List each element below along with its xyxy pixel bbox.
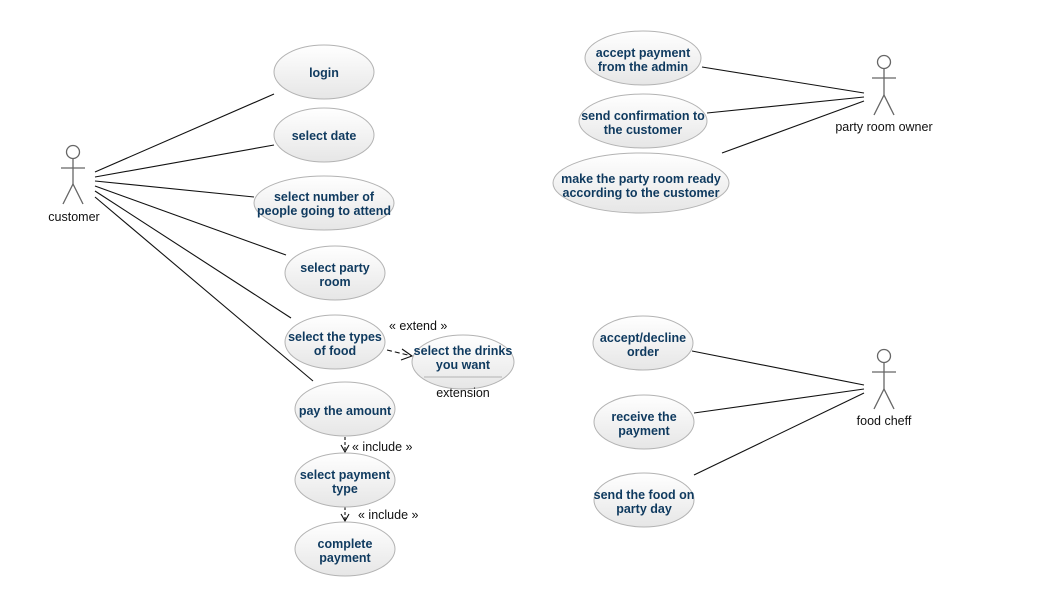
assoc-customer-select-number bbox=[94, 180, 255, 198]
extend-arrowhead bbox=[400, 348, 414, 361]
usecase-send-food-label-2: party day bbox=[616, 502, 672, 516]
usecase-send-food[interactable]: send the food on party day bbox=[593, 472, 695, 528]
usecase-complete-payment[interactable]: complete payment bbox=[294, 521, 396, 577]
assoc-customer-select-room bbox=[94, 185, 287, 256]
usecase-send-food-shape bbox=[593, 472, 695, 528]
usecase-complete-payment-label-2: payment bbox=[319, 551, 371, 565]
actor-party-room-owner[interactable]: party room owner bbox=[835, 54, 933, 135]
usecase-send-confirmation[interactable]: send confirmation to the customer bbox=[578, 93, 708, 149]
actor-food-cheff-figure-icon bbox=[872, 348, 896, 410]
usecase-make-room-ready[interactable]: make the party room ready according to t… bbox=[552, 152, 730, 214]
actor-customer-figure-icon bbox=[61, 144, 85, 205]
usecase-select-food-label-2: of food bbox=[314, 344, 356, 358]
usecase-send-confirmation-label-1: send confirmation to bbox=[581, 109, 705, 123]
include-arrowhead-2 bbox=[340, 513, 350, 523]
extend-relation: « extend » bbox=[386, 319, 447, 361]
include-label-1: « include » bbox=[352, 440, 413, 454]
assoc-customer-select-date bbox=[94, 144, 275, 178]
actor-customer-label: customer bbox=[48, 210, 99, 224]
usecase-complete-payment-label-1: complete bbox=[318, 537, 373, 551]
usecase-select-number-shape bbox=[253, 175, 395, 231]
usecase-select-room-shape bbox=[284, 245, 386, 301]
actor-food-cheff-label: food cheff bbox=[857, 414, 912, 428]
usecase-select-drinks[interactable]: select the drinks you want extension bbox=[411, 334, 515, 400]
usecase-make-room-ready-label-1: make the party room ready bbox=[561, 172, 721, 186]
usecase-select-food-shape bbox=[284, 314, 386, 370]
usecase-select-payment-type[interactable]: select payment type bbox=[294, 452, 396, 508]
owner-associations bbox=[701, 66, 865, 154]
assoc-chef-send-food bbox=[693, 392, 865, 476]
actor-party-room-owner-label: party room owner bbox=[835, 120, 932, 134]
use-cases: login select date select number of peopl… bbox=[253, 30, 730, 577]
usecase-accept-decline-order-label-2: order bbox=[627, 345, 659, 359]
usecase-accept-decline-order-label-1: accept/decline bbox=[600, 331, 686, 345]
assoc-chef-accept-decline bbox=[691, 350, 865, 386]
usecase-select-payment-type-label-1: select payment bbox=[300, 468, 391, 482]
extend-label: « extend » bbox=[389, 319, 447, 333]
usecase-complete-payment-shape bbox=[294, 521, 396, 577]
usecase-accept-payment-label-2: from the admin bbox=[598, 60, 688, 74]
usecase-select-room-label-1: select party bbox=[300, 261, 370, 275]
usecase-select-drinks-shape bbox=[411, 334, 515, 390]
usecase-select-number-label-2: people going to attend bbox=[257, 204, 391, 218]
assoc-customer-pay-amount bbox=[94, 196, 314, 382]
assoc-owner-make-ready bbox=[721, 100, 865, 154]
usecase-pay-amount-label: pay the amount bbox=[299, 404, 392, 418]
actor-food-cheff[interactable]: food cheff bbox=[857, 348, 912, 429]
usecase-send-food-label-1: send the food on bbox=[594, 488, 695, 502]
usecase-accept-payment-shape bbox=[584, 30, 702, 86]
usecase-send-confirmation-label-2: the customer bbox=[604, 123, 683, 137]
usecase-accept-payment-label-1: accept payment bbox=[596, 46, 691, 60]
usecase-make-room-ready-label-2: according to the customer bbox=[563, 186, 720, 200]
usecase-select-date-shape bbox=[273, 107, 375, 163]
assoc-owner-accept-payment bbox=[701, 66, 865, 94]
customer-associations bbox=[94, 93, 314, 382]
usecase-select-payment-type-label-2: type bbox=[332, 482, 358, 496]
usecase-pay-amount-shape bbox=[294, 381, 396, 437]
assoc-customer-select-food bbox=[94, 190, 292, 319]
usecase-select-room-label-2: room bbox=[319, 275, 350, 289]
actor-party-room-owner-figure-icon bbox=[872, 54, 896, 116]
actor-customer[interactable]: customer bbox=[48, 144, 100, 225]
usecase-receive-payment-label-1: receive the bbox=[611, 410, 676, 424]
extend-line bbox=[386, 349, 413, 357]
usecase-select-drinks-label-2: you want bbox=[436, 358, 491, 372]
usecase-select-number-label-1: select number of bbox=[274, 190, 375, 204]
assoc-chef-receive-payment bbox=[693, 388, 865, 414]
include-arrowhead-1 bbox=[340, 444, 350, 454]
usecase-select-number[interactable]: select number of people going to attend bbox=[253, 175, 395, 231]
chef-associations bbox=[691, 350, 865, 476]
usecase-select-date-label: select date bbox=[292, 129, 357, 143]
include-label-2: « include » bbox=[358, 508, 419, 522]
usecase-accept-decline-order-shape bbox=[592, 315, 694, 371]
usecase-select-room[interactable]: select party room bbox=[284, 245, 386, 301]
usecase-select-drinks-label-1: select the drinks bbox=[414, 344, 513, 358]
usecase-receive-payment[interactable]: receive the payment bbox=[593, 394, 695, 450]
usecase-login[interactable]: login bbox=[273, 44, 375, 100]
include-relation-2: « include » bbox=[340, 507, 419, 523]
usecase-select-date[interactable]: select date bbox=[273, 107, 375, 163]
usecase-receive-payment-label-2: payment bbox=[618, 424, 670, 438]
usecase-login-shape bbox=[273, 44, 375, 100]
assoc-owner-send-confirmation bbox=[706, 96, 865, 114]
usecase-accept-payment[interactable]: accept payment from the admin bbox=[584, 30, 702, 86]
usecase-make-room-ready-shape bbox=[552, 152, 730, 214]
usecase-send-confirmation-shape bbox=[578, 93, 708, 149]
usecase-accept-decline-order[interactable]: accept/decline order bbox=[592, 315, 694, 371]
usecase-select-payment-type-shape bbox=[294, 452, 396, 508]
usecase-receive-payment-shape bbox=[593, 394, 695, 450]
assoc-customer-login bbox=[94, 93, 275, 173]
usecase-pay-amount[interactable]: pay the amount bbox=[294, 381, 396, 437]
usecase-select-food-label-1: select the types bbox=[288, 330, 382, 344]
include-relation-1: « include » bbox=[340, 437, 413, 454]
usecase-login-label: login bbox=[309, 66, 339, 80]
usecase-select-food[interactable]: select the types of food bbox=[284, 314, 386, 370]
extension-point-label: extension bbox=[436, 386, 490, 400]
